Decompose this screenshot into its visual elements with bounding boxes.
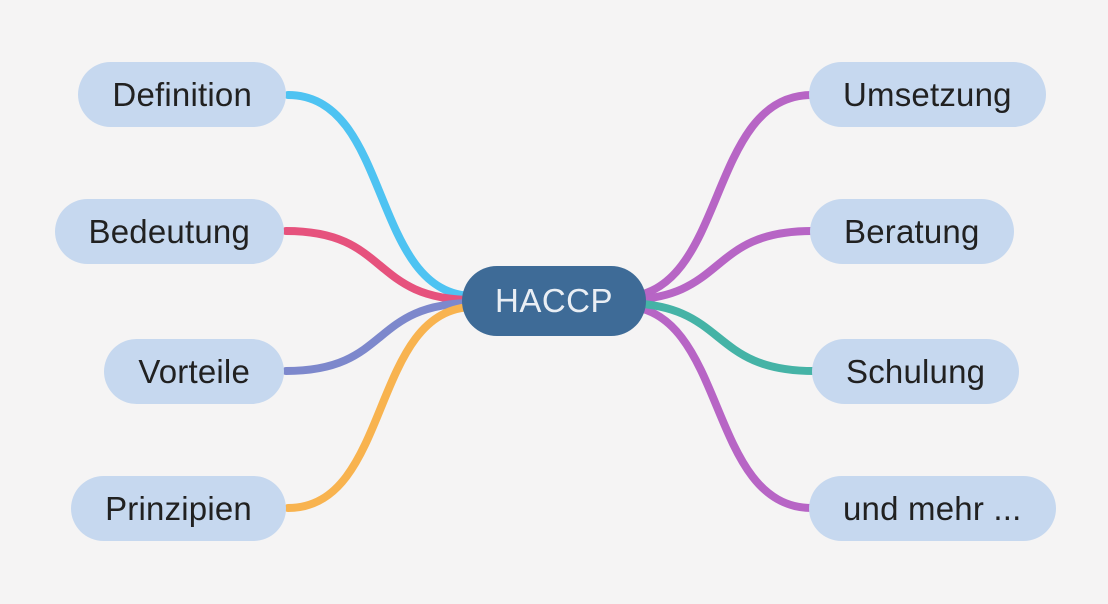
node-umsetzung[interactable]: Umsetzung	[809, 62, 1046, 127]
branch-line-schulung	[618, 299, 818, 375]
branch-line-definition	[284, 91, 478, 300]
branch-line-bedeutung	[282, 227, 478, 304]
node-schulung[interactable]: Schulung	[812, 339, 1020, 404]
node-und-mehr[interactable]: und mehr ...	[809, 476, 1056, 541]
node-bedeutung[interactable]: Bedeutung	[54, 199, 284, 264]
branch-line-umsetzung	[618, 91, 816, 301]
node-prinzipien[interactable]: Prinzipien	[71, 476, 286, 541]
node-haccp-root[interactable]: HACCP	[462, 266, 647, 336]
node-definition[interactable]: Definition	[78, 62, 286, 127]
branch-line-beratung	[618, 227, 816, 304]
branch-line-prinzipien	[284, 303, 478, 512]
node-vorteile[interactable]: Vorteile	[104, 339, 284, 404]
branch-line-und-mehr	[618, 302, 816, 512]
branch-line-vorteile	[282, 299, 478, 375]
node-beratung[interactable]: Beratung	[810, 199, 1014, 264]
